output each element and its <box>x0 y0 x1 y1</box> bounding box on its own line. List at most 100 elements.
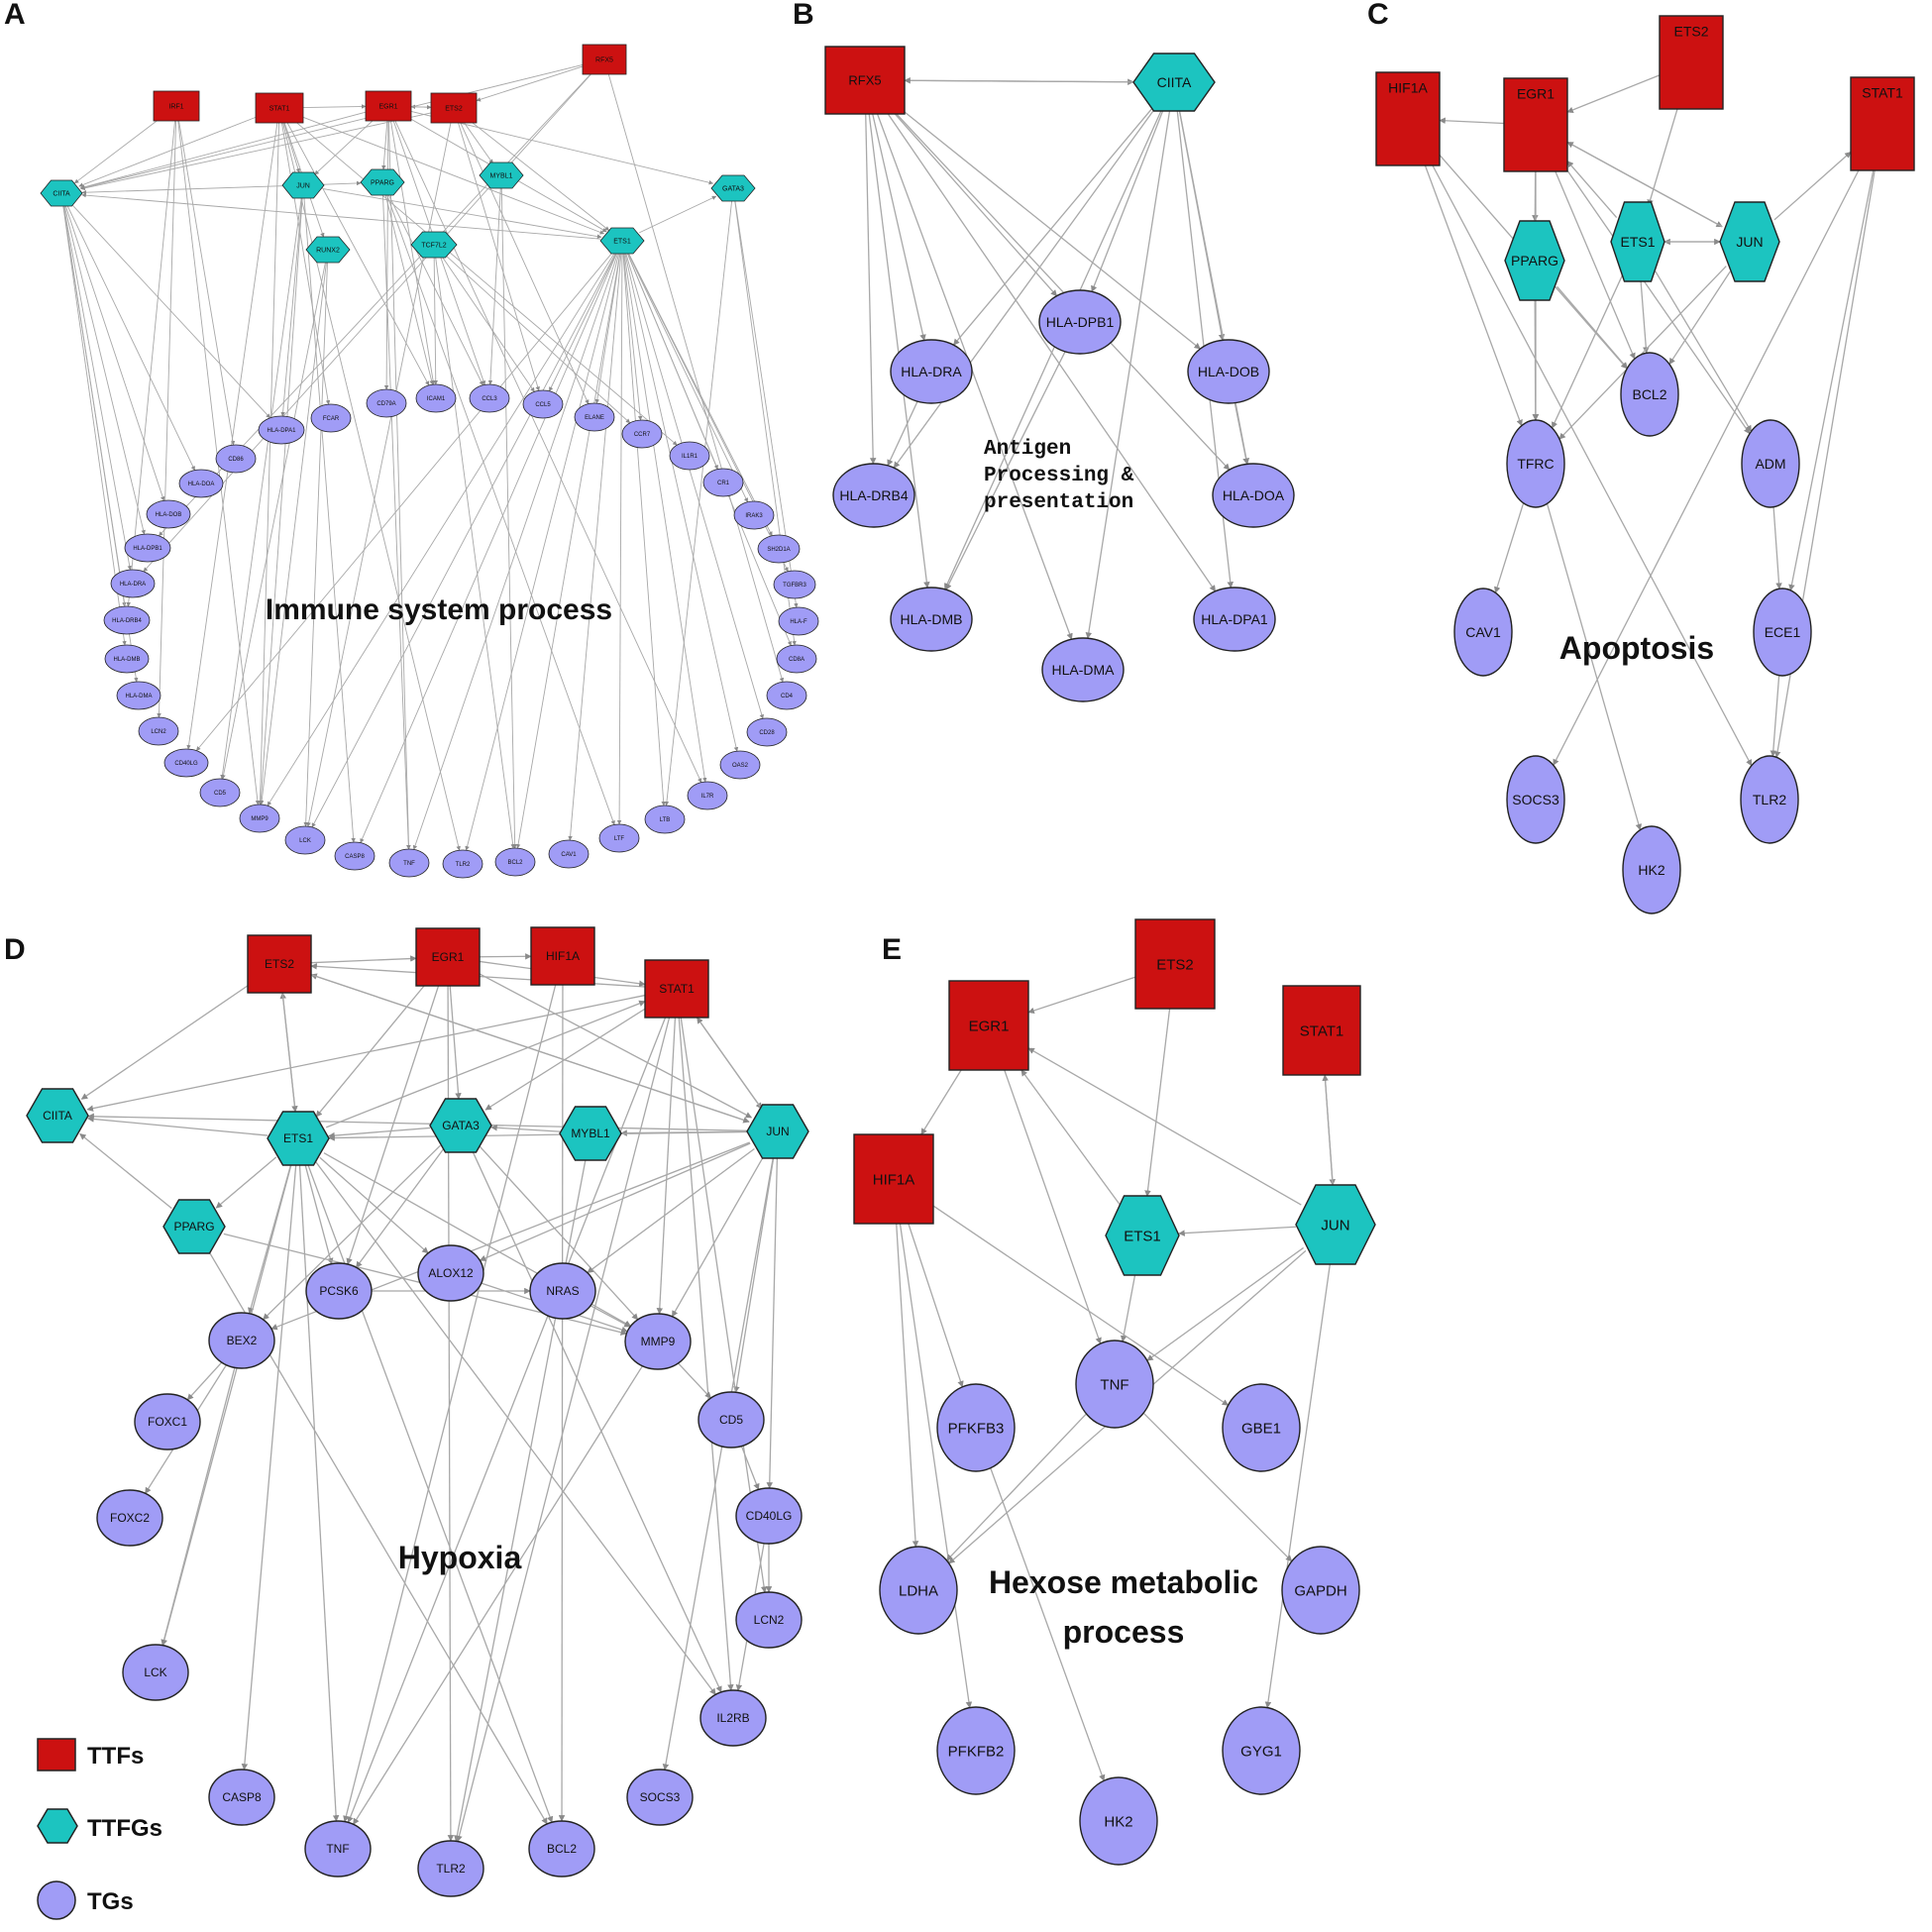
edge-b-rfx5-hladra <box>872 113 926 342</box>
edge-a-tcf7l2-ccl5 <box>441 256 535 392</box>
node-shape-ttf <box>255 92 304 124</box>
node-shape-tg <box>442 849 483 879</box>
node-label: BEX2 <box>227 1334 258 1347</box>
node-shape-tg <box>1741 419 1800 508</box>
node-label: TNF <box>403 861 415 867</box>
node-shape-ttfg <box>162 1199 226 1254</box>
node-shape-tg <box>1038 289 1122 355</box>
node-a-cd5: CD5 <box>199 778 241 807</box>
edge-c-egr1-adm <box>1566 169 1751 435</box>
node-shape-ttfg <box>305 236 351 264</box>
edge-a-ciita-hladoa <box>66 205 195 472</box>
node-d-mybl1: MYBL1 <box>559 1106 622 1161</box>
node-shape-tg <box>766 681 807 710</box>
legend-ttf-swatch <box>37 1738 76 1771</box>
edges-layer <box>62 63 1876 1843</box>
edge-b-rfx5-hladrb4 <box>865 113 877 465</box>
edge-a-stat1-mmp9 <box>258 122 280 805</box>
edge-e-egr1-tnf <box>1004 1069 1102 1344</box>
node-label: PFKFB2 <box>948 1743 1005 1760</box>
node-shape-tg <box>698 1391 765 1449</box>
node-shape-ttfg <box>40 179 83 207</box>
edge-a-ets1-tlr2 <box>465 253 620 851</box>
node-label: IRF1 <box>168 103 183 110</box>
edge-d-ets1-alox12 <box>319 1156 429 1254</box>
node-shape-tg <box>778 606 819 636</box>
edge-d-jun-ciita <box>87 1113 748 1131</box>
edge-a-stat1-icam1 <box>286 122 430 386</box>
edge-e-ets2-egr1 <box>1027 976 1136 1015</box>
node-label: BCL2 <box>547 1842 577 1856</box>
node-label: HIF1A <box>873 1171 915 1188</box>
node-a-cav1: CAV1 <box>548 839 590 869</box>
node-d-il2rb: IL2RB <box>699 1689 767 1747</box>
node-label: MYBL1 <box>571 1127 610 1140</box>
node-label: HLA-F <box>790 619 807 625</box>
node-shape-ttfg <box>1295 1184 1376 1265</box>
node-shape-tg <box>773 570 816 599</box>
node-shape-tg <box>284 825 326 855</box>
node-c-pparg: PPARG <box>1504 220 1565 301</box>
edge-a-egr1-cd79a <box>383 120 389 390</box>
node-label: CD40LG <box>746 1509 793 1523</box>
node-label: MYBL1 <box>490 172 513 179</box>
node-label: JUN <box>296 182 310 189</box>
edge-e-pfkfb3-hk2 <box>990 1467 1106 1781</box>
edge-b-ciita-hladpb1 <box>1091 109 1164 293</box>
node-label: ECE1 <box>1765 624 1801 640</box>
edge-e-hif1a-pfkfb2 <box>899 1223 973 1709</box>
edge-a-runx2-cd5 <box>221 262 326 780</box>
edge-e-jun-tnf <box>1146 1246 1304 1361</box>
node-e-ets2: ETS2 <box>1134 918 1216 1010</box>
node-shape-ttfg <box>281 171 325 199</box>
node-a-hladma: HLA-DMA <box>116 681 161 710</box>
edge-a-ets1-ccl5 <box>549 253 617 392</box>
node-shape-tg <box>417 1244 484 1302</box>
node-shape-tg <box>669 441 710 471</box>
node-c-hif1a: HIF1A <box>1375 71 1441 166</box>
edge-a-rfx5-ets2 <box>476 65 584 102</box>
node-d-lck: LCK <box>122 1644 189 1701</box>
node-label: LTB <box>660 817 671 823</box>
node-shape-tg <box>746 717 788 747</box>
node-a-irak3: IRAK3 <box>733 500 775 530</box>
edge-e-tnf-gapdh <box>1142 1412 1293 1562</box>
edge-d-ets1-lck <box>161 1164 292 1647</box>
node-label: CAV1 <box>1465 624 1501 640</box>
node-c-stat1: STAT1 <box>1850 76 1915 171</box>
edge-b-rfx5-hladma <box>876 113 1073 640</box>
edge-a-ets1-tnf <box>412 253 619 850</box>
panel-title-d: Hypoxia <box>398 1540 522 1575</box>
legend-ttf-label: TTFs <box>87 1743 144 1770</box>
node-d-jun: JUN <box>746 1104 809 1159</box>
node-d-ets1: ETS1 <box>267 1111 330 1166</box>
node-e-ets1: ETS1 <box>1105 1195 1180 1276</box>
node-shape-ttf <box>1659 15 1724 110</box>
edge-a-irf1-hladrb4 <box>126 120 176 607</box>
node-shape-tg <box>199 778 241 807</box>
node-a-ltf: LTF <box>598 823 640 853</box>
node-a-ccl5: CCL5 <box>522 389 564 419</box>
node-shape-ttfg <box>1132 53 1216 112</box>
node-shape-tg <box>890 587 973 652</box>
node-label: MMP9 <box>251 816 268 822</box>
node-shape-tg <box>208 1312 275 1369</box>
node-shape-ttf <box>365 90 412 122</box>
edge-d-ets1-tnf <box>298 1164 340 1822</box>
edge-a-egr1-il7r <box>394 120 702 784</box>
node-c-hk2: HK2 <box>1622 825 1681 914</box>
node-label: EGR1 <box>378 103 397 110</box>
node-label: HIF1A <box>1388 80 1428 96</box>
node-label: ICAM1 <box>427 396 446 402</box>
node-shape-tg <box>163 748 209 778</box>
edge-d-jun-cd5 <box>733 1157 775 1393</box>
edge-a-stat1-fcar <box>281 122 331 405</box>
edge-a-irf1-cd86 <box>178 120 236 446</box>
node-shape-tg <box>103 605 151 635</box>
node-shape-tg <box>208 1769 275 1826</box>
node-a-elane: ELANE <box>574 402 615 432</box>
node-shape-tg <box>699 1689 767 1747</box>
node-shape-tg <box>621 419 663 449</box>
node-d-lcn2: LCN2 <box>735 1591 803 1649</box>
edge-b-ciita-hladrb4 <box>893 107 1156 469</box>
